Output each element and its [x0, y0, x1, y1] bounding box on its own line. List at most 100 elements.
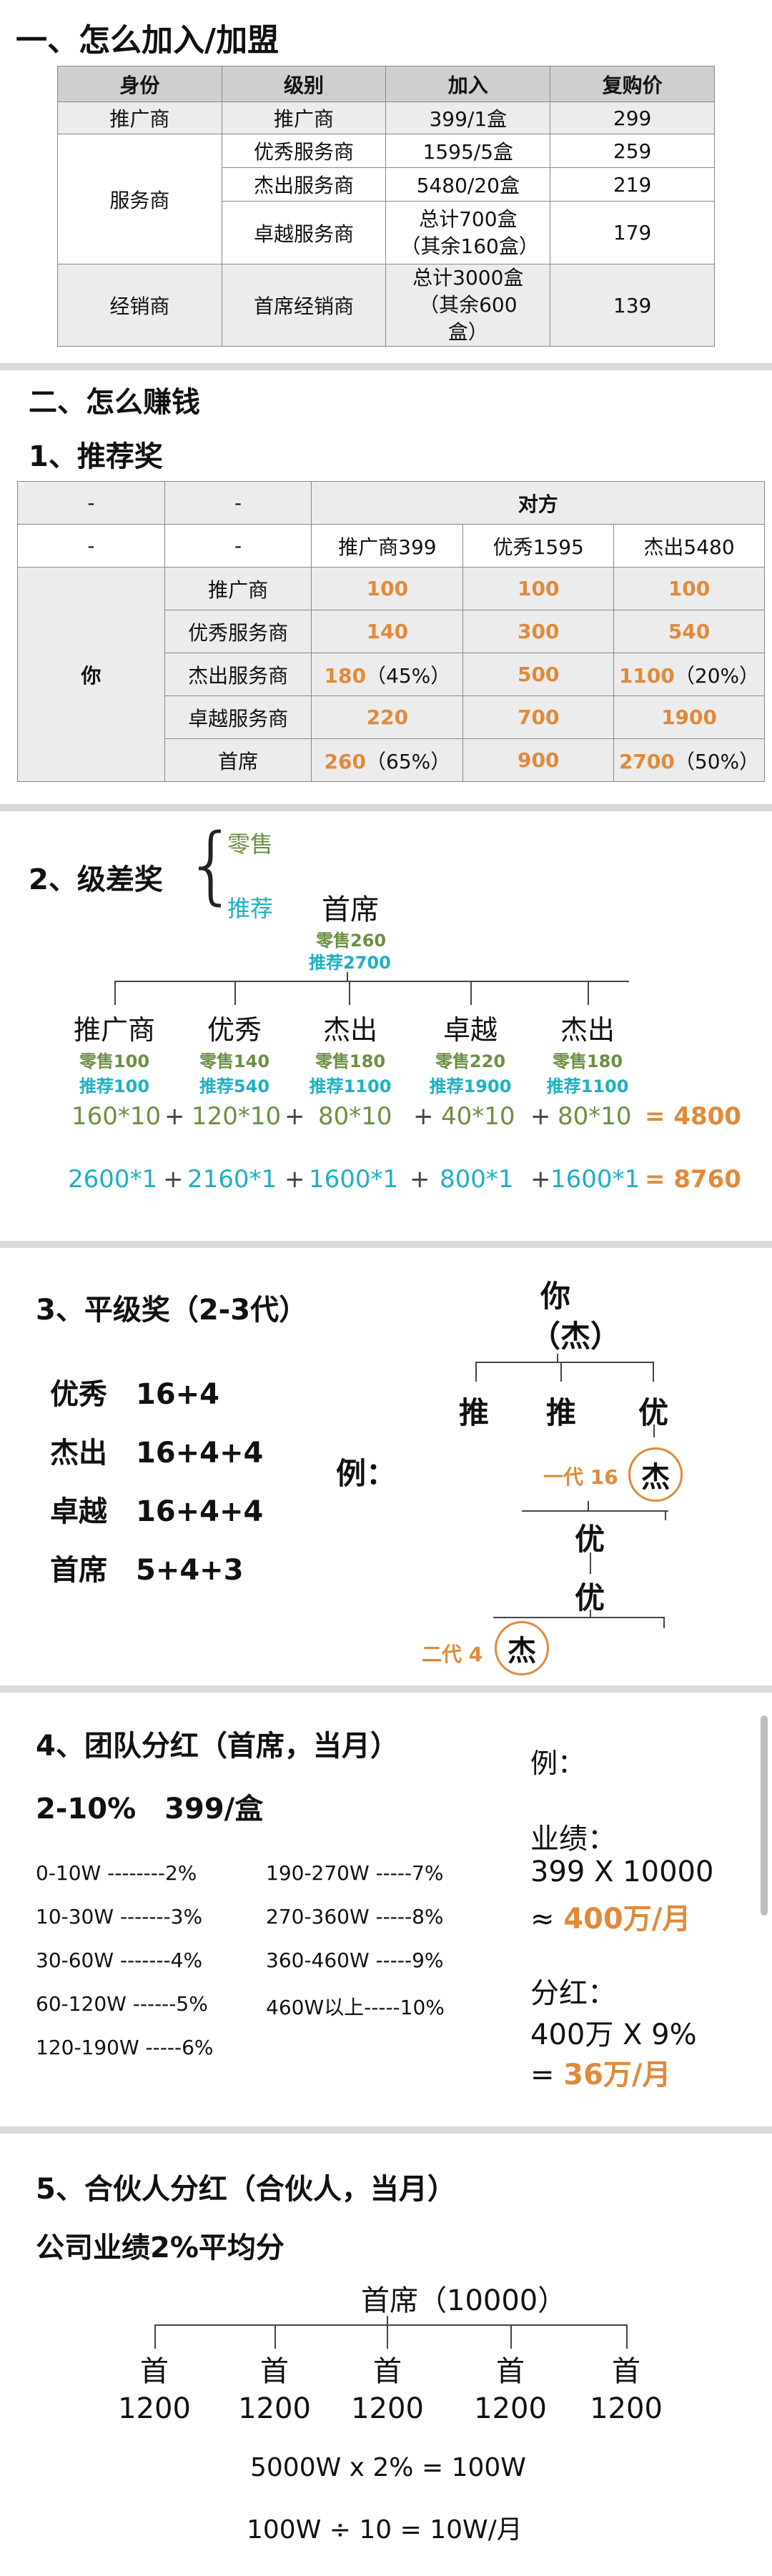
diff-bonus-title: 2、级差奖 — [29, 863, 163, 896]
tree-line — [522, 1510, 668, 1512]
tree-node: 杰出 零售180 推荐1100 — [546, 1014, 629, 1096]
tree-line — [493, 1617, 665, 1618]
bonus-calc: 400万 X 9% — [530, 2018, 697, 2051]
table-cell: 140 — [311, 610, 464, 653]
table-cell: 杰出服务商 — [164, 653, 312, 696]
table-cell: 1595/5盒 — [385, 134, 551, 168]
tier-item: 60-120W ------5% — [36, 1992, 208, 2016]
table-cell: 推广商 — [164, 567, 312, 610]
tree-node: 优秀 零售140 推荐540 — [199, 1014, 270, 1096]
table-cell: 300 — [462, 610, 615, 653]
retail-label: 零售 — [227, 831, 274, 858]
section-divider — [0, 1241, 772, 1248]
table-cell: 139 — [550, 264, 715, 347]
tree-line — [234, 981, 236, 1005]
col-header: 加入 — [385, 66, 551, 102]
section-2-title: 二、怎么赚钱 — [29, 386, 200, 419]
table-cell: 260（65%） — [311, 738, 464, 782]
table-cell: 推广商 — [221, 101, 387, 134]
refer-total: = 8760 — [645, 1165, 741, 1194]
tree-you-rank: （杰） — [530, 1319, 621, 1354]
referral-table: - - 对方 - - 推广商399 优秀1595 杰出5480 你 推广商 10… — [17, 481, 765, 782]
table-cell: 优秀1595 — [462, 524, 615, 568]
table-cell: 首席 — [164, 738, 312, 782]
tree-line — [557, 1354, 558, 1362]
table-cell: 总计700盒（其余160盒） — [385, 201, 551, 264]
table-cell: 540 — [613, 610, 765, 653]
table-cell: 对方 — [311, 481, 765, 525]
col-header: 复购价 — [550, 66, 715, 102]
section-divider — [0, 804, 772, 811]
table-cell: 推广商399 — [311, 524, 464, 568]
tree-you: 你 — [540, 1279, 571, 1314]
table-cell: 杰出服务商 — [221, 167, 387, 202]
partner-calc-1: 5000W x 2% = 100W — [250, 2453, 526, 2482]
tree-line — [349, 981, 350, 1005]
tree-line — [510, 2324, 512, 2349]
top-node-refer: 推荐2700 — [309, 953, 391, 973]
tree-line — [274, 2324, 276, 2349]
tree-line — [560, 1362, 562, 1382]
tree-node-you: 优 — [638, 1395, 669, 1430]
tree-node-tui: 推 — [459, 1395, 490, 1430]
table-cell: 180（45%） — [311, 653, 464, 696]
table-cell: 700 — [462, 695, 615, 739]
top-node-name: 首席 — [322, 893, 379, 926]
bonus-label: 分红： — [530, 1977, 616, 2010]
tier-item: 270-360W -----8% — [266, 1905, 444, 1928]
tier-item: 10-30W -------3% — [36, 1905, 203, 1928]
tree-line — [588, 1501, 589, 1511]
table-cell: 总计3000盒（其余600盒） — [385, 264, 551, 347]
tree-line — [653, 1362, 654, 1382]
table-cell: - — [164, 524, 312, 568]
tree-line — [475, 1362, 654, 1363]
tree-line — [387, 2316, 388, 2326]
table-cell: 1100（20%） — [613, 653, 765, 696]
table-cell: - — [17, 481, 165, 525]
table-cell: 299 — [550, 101, 715, 134]
join-table: 身份 级别 加入 复购价 推广商 推广商 399/1盒 299 服务商 优秀服务… — [57, 66, 715, 347]
table-cell: 399/1盒 — [385, 101, 551, 134]
partner-bonus-title: 5、合伙人分红（合伙人，当月） — [36, 2173, 456, 2206]
col-header: 级别 — [221, 66, 387, 102]
tree-line — [154, 2324, 628, 2326]
tree-line — [588, 981, 589, 1005]
peer-item: 首席 5+4+3 — [50, 1554, 244, 1587]
tier-item: 30-60W -------4% — [36, 1948, 203, 1972]
table-cell: 259 — [550, 134, 715, 168]
perf-label: 业绩： — [530, 1823, 616, 1856]
table-cell: 220 — [311, 695, 464, 739]
tree-line — [653, 1425, 655, 1437]
refer-label: 推荐 — [227, 895, 274, 922]
tree-line — [114, 981, 116, 1005]
tree-line — [665, 1510, 666, 1520]
section-1-title: 一、怎么加入/加盟 — [16, 22, 279, 59]
gen2-circle: 杰 — [495, 1621, 549, 1675]
table-cell: 杰出5480 — [613, 524, 765, 568]
table-cell: 100 — [462, 567, 615, 610]
table-cell: 1900 — [613, 695, 765, 739]
table-cell: 2700（50%） — [613, 738, 765, 782]
example-label: 例： — [530, 1748, 585, 1779]
table-cell: 900 — [462, 738, 615, 782]
tier-item: 190-270W -----7% — [266, 1861, 444, 1885]
scrollbar[interactable] — [761, 1715, 768, 1916]
table-cell: 500 — [462, 653, 615, 696]
table-cell: 优秀服务商 — [164, 610, 312, 653]
perf-calc: 399 X 10000 — [530, 1856, 714, 1888]
table-cell: 服务商 — [57, 134, 222, 264]
perf-result: ≈ 400万/月 — [530, 1903, 691, 1936]
table-cell: 卓越服务商 — [164, 695, 312, 739]
table-cell: 219 — [550, 167, 715, 202]
table-cell: 优秀服务商 — [221, 134, 387, 168]
table-cell: 首席经销商 — [221, 264, 387, 347]
tree-line — [114, 981, 629, 982]
partner-bonus-sub: 公司业绩2%平均分 — [36, 2231, 284, 2264]
referral-title: 1、推荐奖 — [29, 440, 163, 473]
table-cell: 卓越服务商 — [221, 201, 387, 264]
table-cell: 100 — [311, 567, 464, 610]
peer-item: 优秀 16+4 — [50, 1378, 220, 1411]
